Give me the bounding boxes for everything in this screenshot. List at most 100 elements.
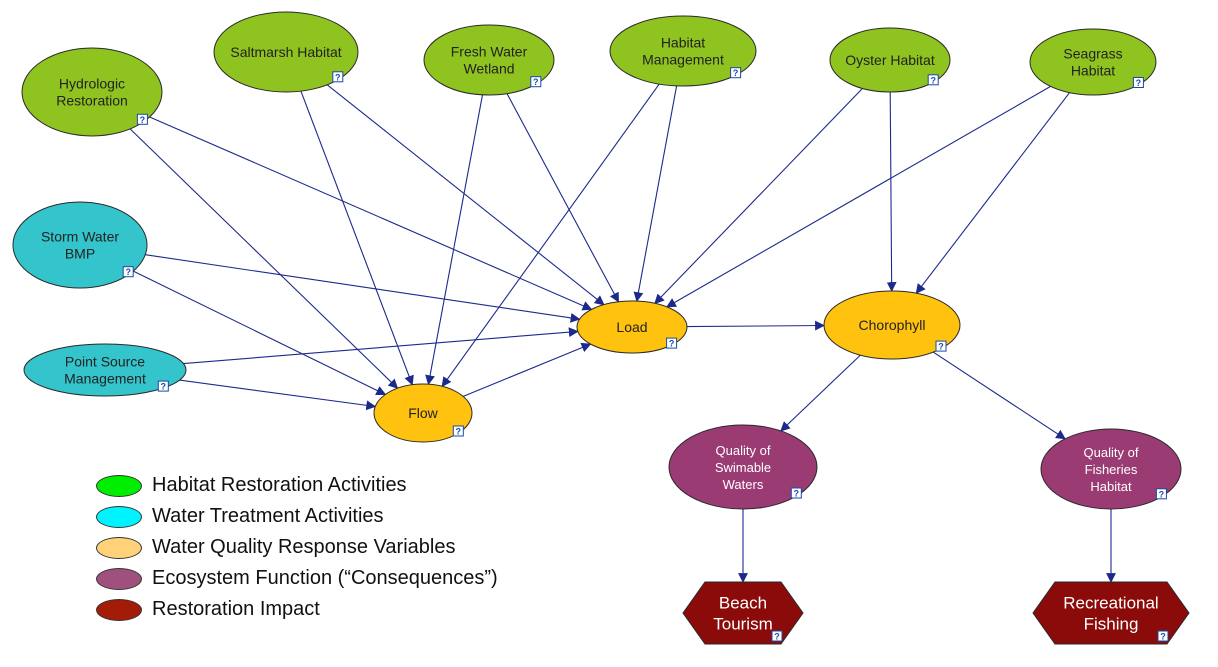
help-icon-box [332, 71, 344, 83]
node-label: Swimable [715, 460, 771, 475]
help-icon-box [1155, 488, 1167, 500]
edge-habmgmt-to-flow [441, 83, 660, 388]
help-icon[interactable]: ? [122, 266, 134, 278]
edge-oyster-to-chlorophyll [886, 91, 897, 292]
node-shape [213, 11, 359, 93]
legend-item-response: Water Quality Response Variables [96, 532, 498, 563]
help-icon-box [927, 74, 939, 86]
help-icon-glyph: ? [533, 77, 539, 87]
help-icon-glyph: ? [456, 427, 462, 437]
legend-swatch-purple [96, 567, 142, 590]
node-label: Fishing [1084, 615, 1139, 634]
node-label: Seagrass [1063, 46, 1122, 62]
node-saltmarsh[interactable]: Saltmarsh Habitat? [213, 11, 359, 93]
node-shape [1040, 428, 1182, 510]
node-label: Saltmarsh Habitat [230, 44, 341, 60]
legend-swatch-yellow [96, 536, 142, 559]
help-icon-box [1157, 630, 1169, 642]
help-icon-box [122, 266, 134, 278]
node-load[interactable]: Load? [576, 300, 688, 354]
help-icon[interactable]: ? [730, 67, 742, 79]
help-icon-glyph: ? [140, 115, 146, 125]
help-icon-box [771, 630, 783, 642]
help-icon-glyph: ? [1160, 632, 1166, 642]
node-shape [668, 424, 818, 510]
node-shape [423, 24, 555, 96]
legend-item-impact: Restoration Impact [96, 594, 498, 625]
help-icon-glyph: ? [794, 489, 800, 499]
edge-flow-to-load [462, 342, 592, 397]
node-label: Chorophyll [859, 317, 926, 333]
help-icon[interactable]: ? [1155, 488, 1167, 500]
help-icon[interactable]: ? [1132, 77, 1144, 89]
edge-freshwater-to-flow [425, 94, 484, 386]
node-label: Recreational [1063, 594, 1158, 613]
legend-label: Water Quality Response Variables [152, 536, 456, 558]
edge-hydrologic-to-load [149, 116, 593, 311]
node-flow[interactable]: Flow? [373, 383, 473, 443]
node-shape [23, 343, 187, 397]
node-label: BMP [65, 246, 95, 262]
help-icon-glyph: ? [161, 382, 167, 392]
node-oyster[interactable]: Oyster Habitat? [829, 27, 951, 93]
help-icon[interactable]: ? [136, 113, 148, 125]
node-label: Tourism [713, 615, 773, 634]
node-shape [1032, 581, 1190, 645]
node-label: Fresh Water [451, 44, 528, 60]
help-icon[interactable]: ? [927, 74, 939, 86]
legend-swatch-cyan [96, 505, 142, 528]
help-icon[interactable]: ? [666, 337, 678, 349]
help-icon-glyph: ? [669, 339, 675, 349]
help-icon[interactable]: ? [790, 487, 802, 499]
help-icon-glyph: ? [733, 68, 739, 78]
edge-seagrass-to-chlorophyll [915, 92, 1071, 294]
edge-stormwater-to-flow [133, 270, 387, 396]
node-label: Restoration [56, 93, 128, 109]
legend-label: Habitat Restoration Activities [152, 474, 407, 496]
help-icon-box [935, 340, 947, 352]
edge-pointsource-to-load [183, 327, 579, 365]
edge-chlorophyll-to-fisheries [932, 351, 1066, 440]
help-icon-glyph: ? [774, 632, 780, 642]
edge-saltmarsh-to-load [326, 84, 605, 306]
edge-freshwater-to-load [506, 93, 619, 303]
help-icon-glyph: ? [1136, 78, 1142, 88]
node-shape [823, 290, 961, 360]
help-icon-glyph: ? [1159, 489, 1165, 499]
edge-pointsource-to-flow [179, 379, 377, 411]
help-icon[interactable]: ? [935, 340, 947, 352]
help-icon[interactable]: ? [771, 630, 783, 642]
node-label: Hydrologic [59, 76, 125, 92]
legend-label: Restoration Impact [152, 598, 320, 620]
help-icon-glyph: ? [125, 267, 131, 277]
node-shape [12, 201, 148, 289]
node-label: Waters [723, 477, 764, 492]
help-icon-glyph: ? [930, 75, 936, 85]
help-icon[interactable]: ? [452, 425, 464, 437]
node-chlorophyll[interactable]: Chorophyll? [823, 290, 961, 360]
help-icon[interactable]: ? [530, 76, 542, 88]
edges-layer [129, 83, 1116, 583]
node-shape [576, 300, 688, 354]
legend-item-treatment: Water Treatment Activities [96, 501, 498, 532]
node-shape [682, 581, 804, 645]
help-icon[interactable]: ? [332, 71, 344, 83]
node-shape [609, 15, 757, 87]
help-icon[interactable]: ? [1157, 630, 1169, 642]
help-icon[interactable]: ? [157, 380, 169, 392]
node-label: Flow [408, 405, 438, 421]
legend: Habitat Restoration Activities Water Tre… [96, 470, 498, 625]
